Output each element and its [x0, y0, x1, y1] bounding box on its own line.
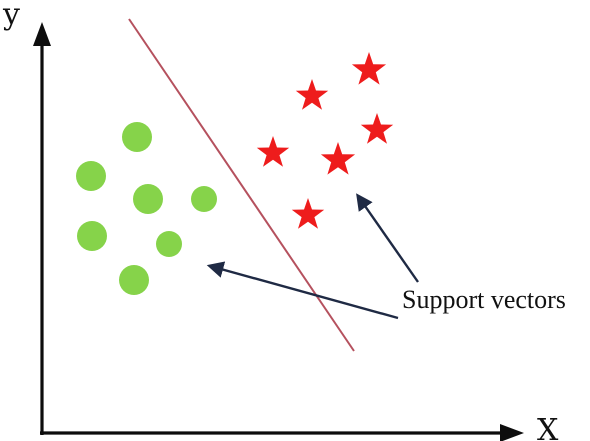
data-point-circle — [191, 186, 217, 212]
data-point-circle — [77, 221, 107, 251]
star-class-group — [256, 52, 394, 229]
data-point-star — [295, 79, 329, 110]
circle-class-group — [76, 122, 217, 295]
data-point-star — [320, 142, 356, 175]
data-point-circle — [119, 265, 149, 295]
x-axis-arrowhead — [500, 424, 524, 441]
data-point-star — [256, 136, 290, 167]
data-point-circle — [76, 161, 106, 191]
data-point-circle — [122, 122, 152, 152]
data-point-star — [291, 198, 325, 229]
data-point-circle — [156, 231, 182, 257]
x-axis-label: X — [537, 413, 559, 441]
data-point-star — [351, 52, 387, 85]
data-point-star — [360, 113, 394, 144]
separating-hyperplane — [128, 18, 355, 352]
support-vector-arrow-star — [356, 193, 419, 283]
support-vectors-label: Support vectors — [402, 285, 566, 314]
y-axis-label: y — [2, 0, 20, 32]
support-vector-arrow-circle — [206, 261, 399, 320]
data-point-circle — [133, 184, 163, 214]
y-axis-arrowhead — [33, 22, 51, 46]
